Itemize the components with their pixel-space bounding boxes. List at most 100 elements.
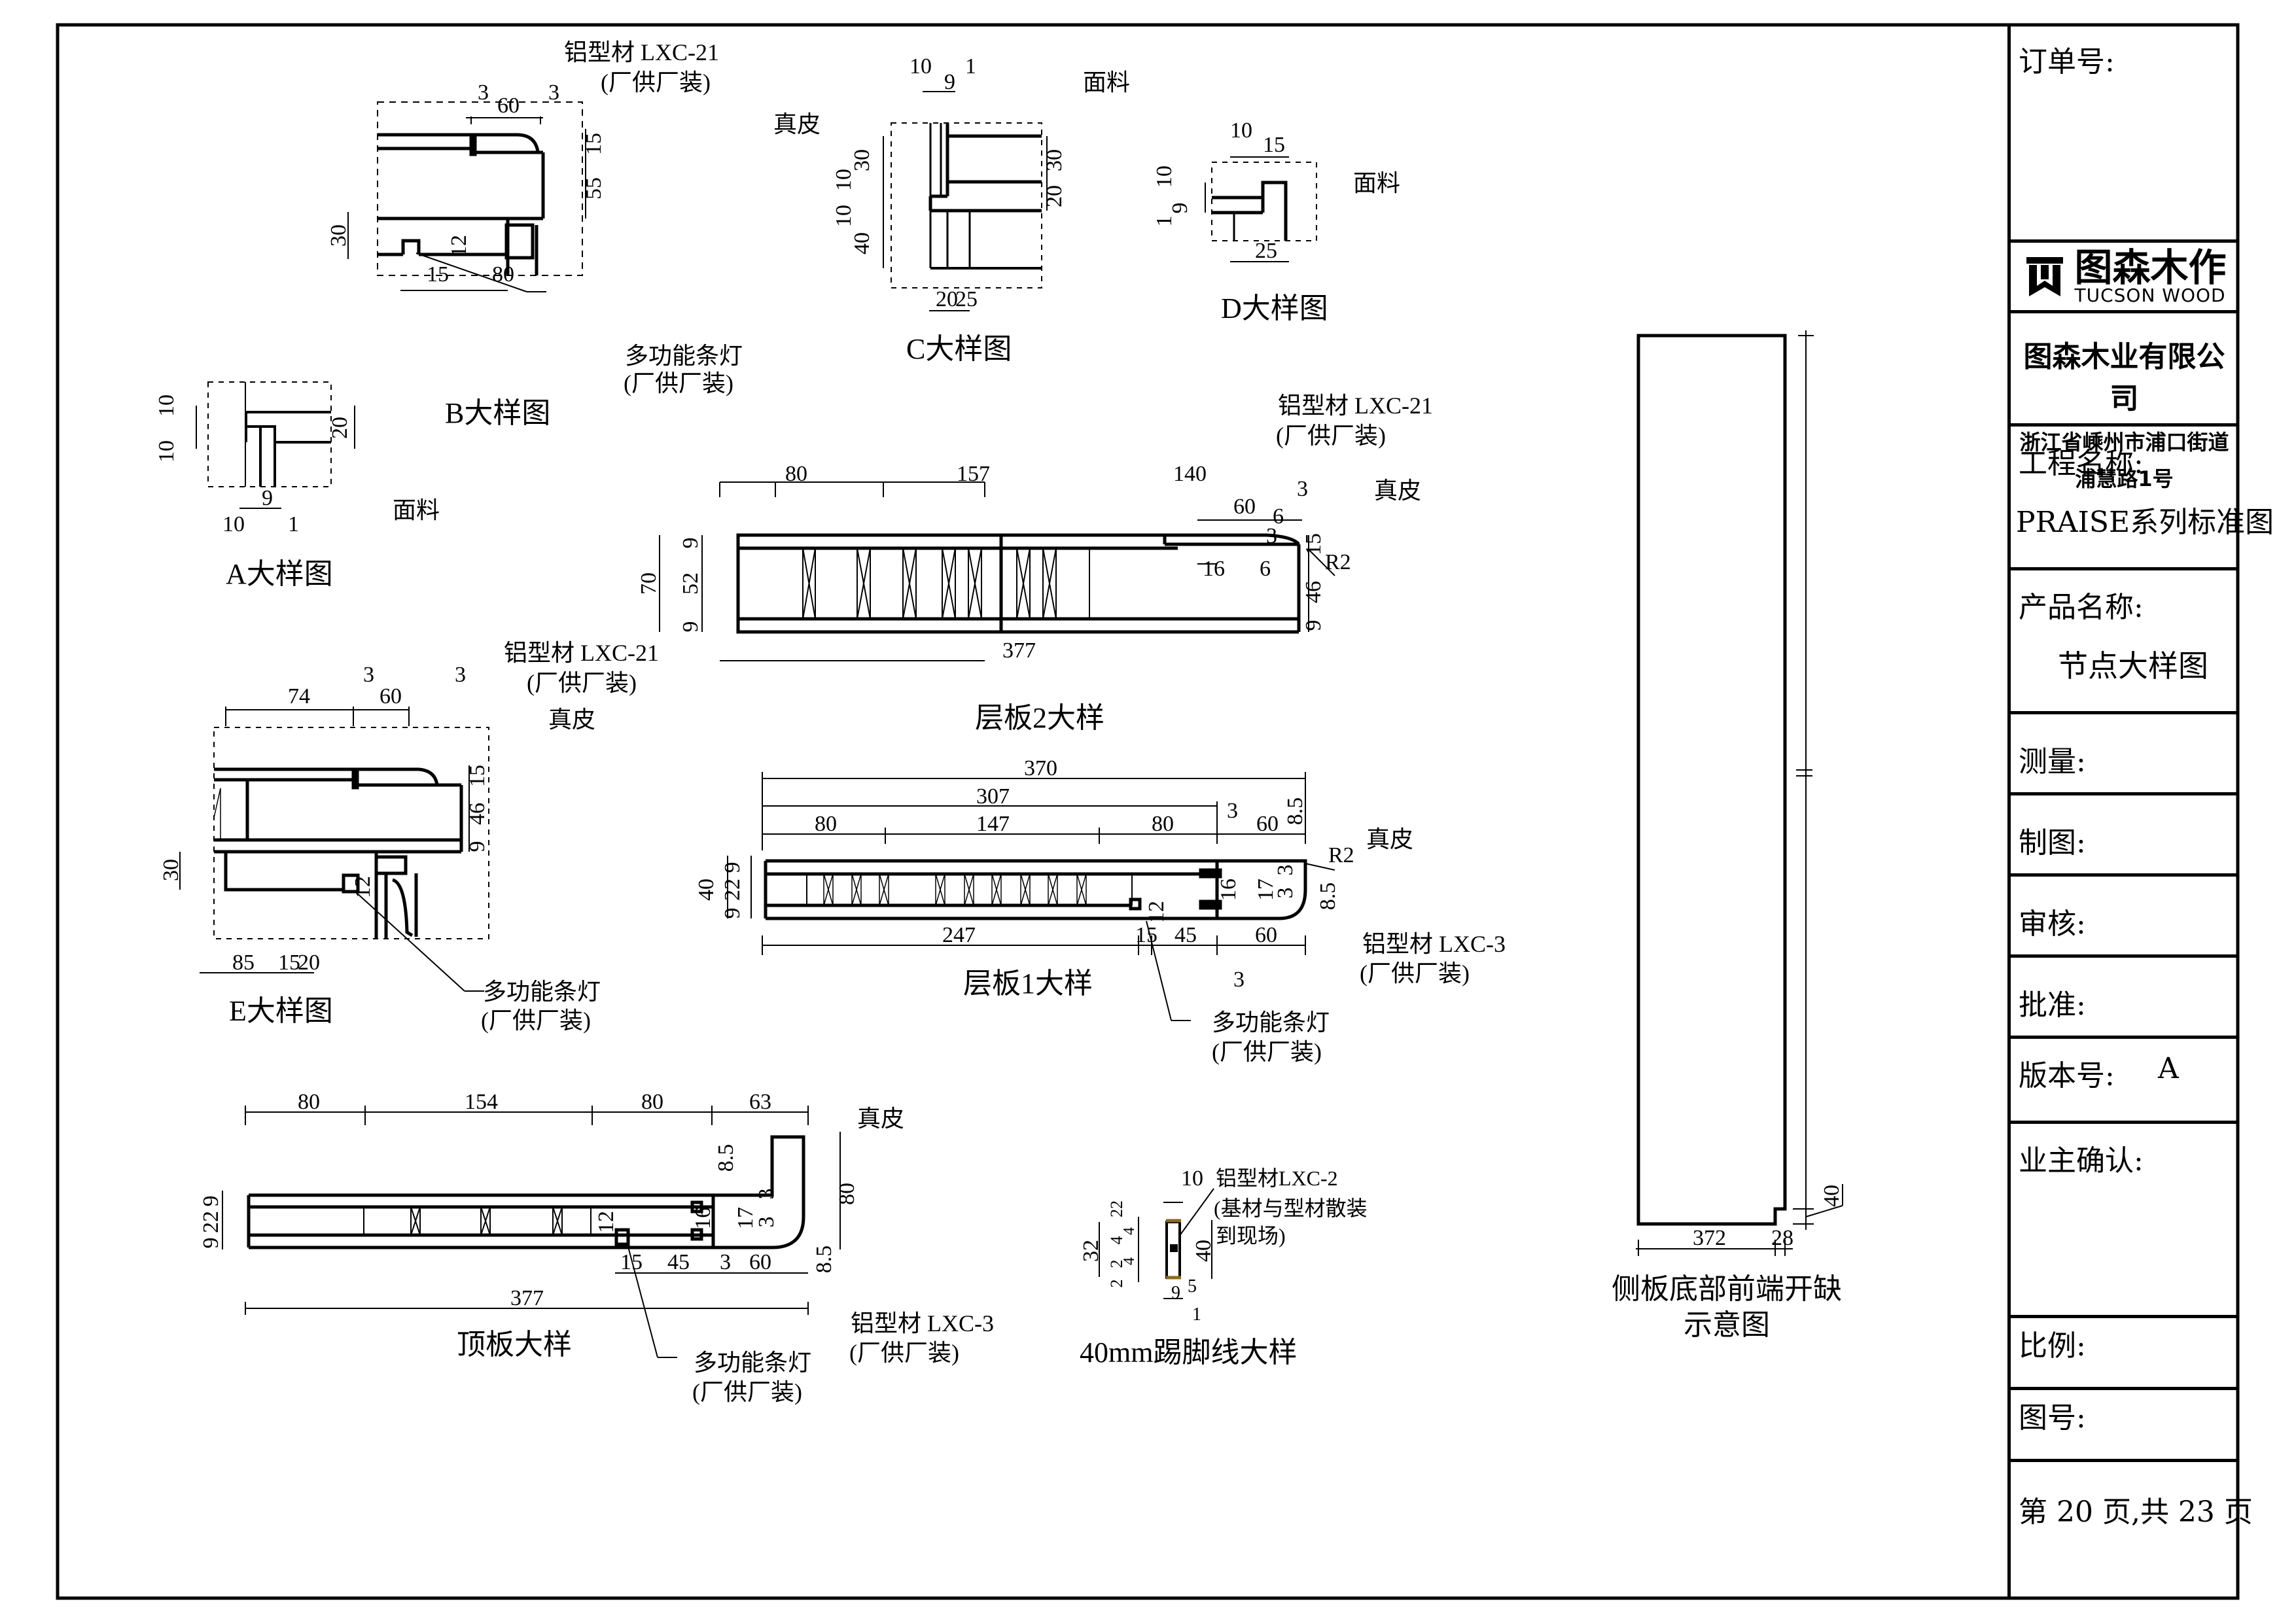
dim-label: 15 <box>1135 923 1157 947</box>
material-label: 面料 <box>1353 170 1400 196</box>
dim-label: 6 <box>1260 557 1271 581</box>
dim-label: 10 <box>154 440 179 462</box>
dim-label: 74 <box>288 684 310 708</box>
dim-label: 16 <box>1203 557 1225 581</box>
dim-label: 5 <box>1188 1276 1197 1297</box>
material-label: 真皮 <box>548 707 595 733</box>
dim-label: 12 <box>447 235 471 257</box>
light-note: (厂供厂装) <box>624 370 733 396</box>
detail-d-boundary <box>1211 162 1317 241</box>
material-label: 铝型材LXC-2 <box>1216 1166 1338 1190</box>
detail-title: D大样图 <box>1221 292 1328 324</box>
dim-label: 9 <box>465 841 489 852</box>
dim-label: 9 <box>720 908 745 919</box>
drawing-no-cell: 图号: <box>2011 1390 2238 1462</box>
detail-title: A大样图 <box>226 558 333 590</box>
light-note: (厂供厂装) <box>481 1007 591 1034</box>
material-label: 真皮 <box>1366 826 1413 852</box>
company-address-line-2: 浦慧路1号 <box>2075 466 2174 491</box>
dim-label: 9 <box>1301 620 1326 631</box>
dim-label: 80 <box>1152 812 1174 836</box>
dim-label: 9 <box>679 621 703 633</box>
dim-label: 3 <box>548 80 559 105</box>
material-note: (厂供厂装) <box>601 69 711 96</box>
dim-label: 3 <box>363 663 374 687</box>
leader-line <box>1178 1188 1214 1237</box>
dim-label: 154 <box>465 1090 498 1114</box>
detail-b-boundary <box>377 101 583 276</box>
dim-label: 3 <box>754 1217 779 1228</box>
detail-e-boundary <box>213 727 489 939</box>
dim-label: 9 <box>262 486 273 510</box>
project-value: PRAISE系列标准图 <box>2016 506 2274 539</box>
dim-label: 1 <box>1192 1304 1201 1325</box>
dim-label: 377 <box>510 1286 544 1310</box>
dim-label: 46 <box>465 803 489 825</box>
tucson-wood-logo-icon <box>2026 256 2064 296</box>
dim-label: R2 <box>1325 550 1351 574</box>
leader-line <box>415 253 527 292</box>
version-cell: 版本号: A <box>2011 1039 2238 1124</box>
dim-label: 3 <box>478 80 489 105</box>
dim-label: 372 <box>1693 1226 1726 1250</box>
dim-label: 3 <box>1273 865 1298 876</box>
detail-c: 10 9 1 30 10 10 40 30 20 20 25 真皮 面料 C大样… <box>773 54 1130 365</box>
material-label: 铝型材 LXC-21 <box>504 640 659 666</box>
dim-label: 6 <box>1273 504 1284 529</box>
dim-label: 3 <box>455 663 466 687</box>
leader-line <box>355 892 465 992</box>
dim-label: 10 <box>1230 118 1252 143</box>
light-note: (厂供厂装) <box>692 1379 802 1405</box>
dim-label: 17 <box>733 1207 758 1229</box>
dim-label: 55 <box>582 177 606 200</box>
detail-a: 10 10 20 10 9 1 面料 A大样图 <box>154 381 440 590</box>
dim-label: 10 <box>1181 1166 1203 1191</box>
dim-label: 3 <box>1297 477 1308 501</box>
light-label: 多功能条灯 <box>483 979 601 1005</box>
dim-label: 4 <box>1107 1236 1126 1245</box>
dim-label: 140 <box>1173 462 1207 486</box>
detail-shelf-2: 80 157 140 3 60 6 3 6 16 15 R2 46 9 70 5… <box>637 393 1433 734</box>
detail-title: 示意图 <box>1684 1309 1770 1341</box>
detail-title: E大样图 <box>229 995 333 1027</box>
dim-label: 377 <box>1002 638 1036 663</box>
logo-english-name: TUCSON WOOD <box>2074 284 2226 306</box>
review-label: 审核: <box>2019 907 2086 941</box>
project-label: 工程名称: <box>2019 447 2144 480</box>
dim-label: 20 <box>1042 185 1067 207</box>
detail-title: 侧板底部前端开缺 <box>1612 1273 1842 1305</box>
dim-label: 15 <box>620 1250 643 1274</box>
dim-label: 3 <box>720 1250 731 1274</box>
dim-label: 45 <box>667 1250 690 1274</box>
dim-label: 9 <box>199 1196 223 1207</box>
dim-label: 30 <box>327 224 351 247</box>
sheet-frame <box>56 23 2240 1600</box>
material-label: 面料 <box>1083 69 1130 96</box>
dim-label: 30 <box>1042 149 1067 171</box>
dim-label: 147 <box>976 812 1010 836</box>
dim-label: 28 <box>1771 1226 1793 1250</box>
material-label: 铝型材 LXC-3 <box>851 1310 994 1336</box>
product-cell: 产品名称: 节点大样图 <box>2011 570 2238 714</box>
dim-label: 22 <box>720 879 745 901</box>
dim-label: 15 <box>582 133 606 155</box>
dim-label: 157 <box>957 462 990 486</box>
dim-label: 22 <box>199 1211 223 1233</box>
scale-label: 比例: <box>2019 1329 2086 1363</box>
dim-label: 80 <box>641 1090 663 1114</box>
dim-label: 20 <box>298 951 320 975</box>
product-label: 产品名称: <box>2019 591 2144 624</box>
dim-label: 2 <box>1107 1260 1126 1268</box>
detail-d: 10 15 10 9 1 25 面料 D大样图 <box>1152 118 1400 324</box>
dim-label: 40 <box>694 879 718 901</box>
dim-label: 70 <box>637 572 661 595</box>
detail-title: C大样图 <box>906 333 1012 365</box>
dim-label: 20 <box>936 287 958 311</box>
dim-label: 15 <box>465 765 489 787</box>
dim-label: 16 <box>1216 879 1241 901</box>
detail-title: B大样图 <box>445 397 550 429</box>
dim-label: 9 <box>199 1238 223 1249</box>
detail-c-boundary <box>891 122 1042 288</box>
approve-label: 批准: <box>2019 988 2086 1022</box>
